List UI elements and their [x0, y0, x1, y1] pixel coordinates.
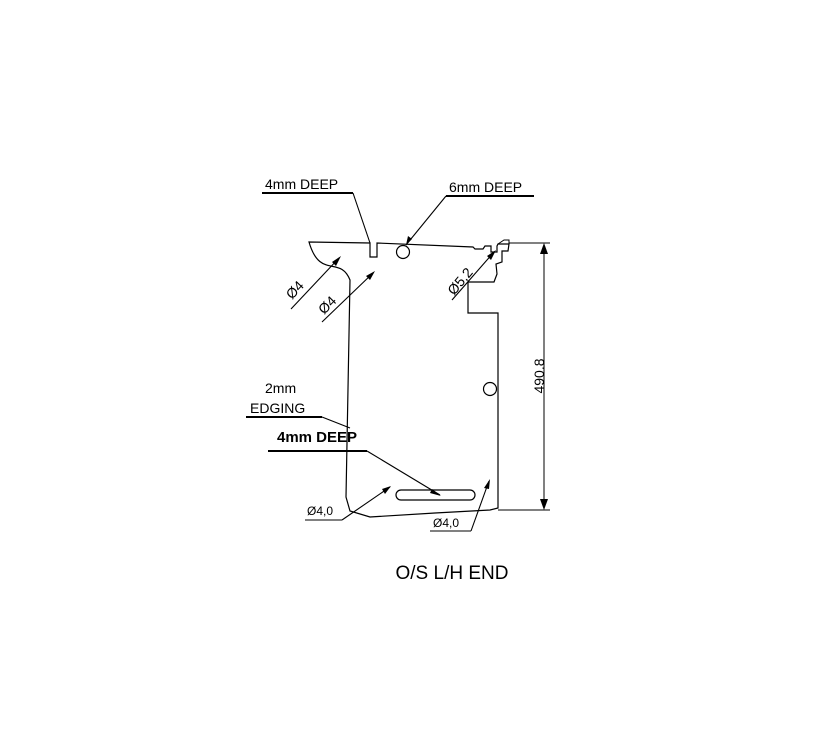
label-dia-left-2: Ø4: [315, 292, 340, 317]
panel-outline: [308, 239, 510, 518]
leader-dia-bottom-left: [305, 486, 391, 521]
label-edging-line1: 2mm: [265, 380, 296, 396]
label-6mm-deep: 6mm DEEP: [449, 179, 522, 195]
label-4mm-deep-slot: 4mm DEEP: [277, 429, 357, 446]
leader-4mm-deep-slot: [268, 450, 441, 496]
slot: [395, 489, 476, 501]
label-dia-bottom-right: Ø4,0: [433, 516, 459, 530]
label-edging-line2: EDGING: [250, 400, 305, 416]
height-dimension-label: 490.8: [531, 358, 547, 393]
hole-mid-right: [482, 381, 498, 397]
hole-6mm-top: [395, 244, 411, 260]
leader-2mm-edging: [246, 416, 351, 429]
label-dia-left-1: Ø4: [282, 277, 307, 302]
height-dimension: [498, 242, 550, 511]
leader-6mm-deep: [405, 195, 534, 246]
leader-dia-left-1: [290, 256, 341, 310]
label-dia-bottom-left: Ø4,0: [307, 504, 333, 518]
drawing-title: O/S L/H END: [396, 563, 509, 584]
leader-4mm-deep-top: [262, 192, 371, 244]
leader-dia-bottom-right: [430, 479, 490, 532]
label-4mm-deep-top: 4mm DEEP: [265, 176, 338, 192]
label-dia-top-right: Ø5,2: [444, 264, 476, 298]
leader-dia-left-2: [321, 271, 375, 323]
leader-dia-top-right: [451, 250, 496, 301]
